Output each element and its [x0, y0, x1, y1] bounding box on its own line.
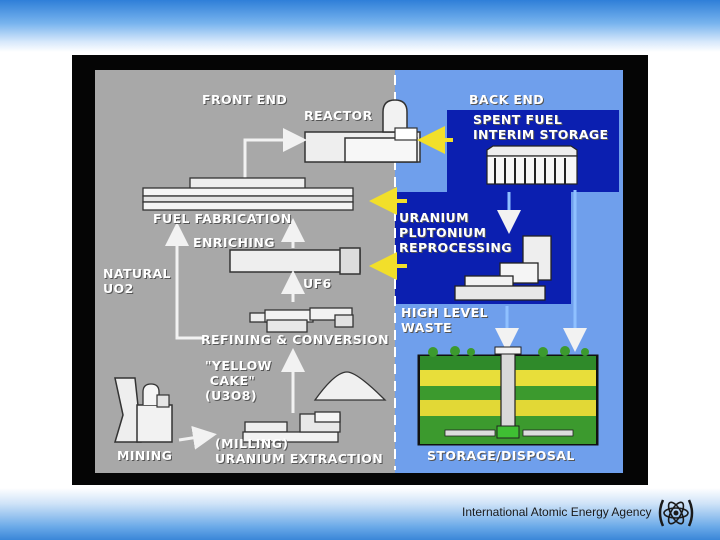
mining-label: MINING — [117, 448, 173, 463]
fuel-assembly — [142, 177, 354, 211]
geological-repository — [417, 346, 599, 446]
high-level-waste-label: HIGH LEVEL WASTE — [401, 305, 488, 335]
milling-plant — [242, 411, 341, 443]
arrow-natural-uo2-route — [165, 222, 203, 340]
storage-disposal-label: STORAGE/DISPOSAL — [427, 448, 575, 463]
back-end-label: BACK END — [469, 92, 544, 107]
arrow-to-reactor — [243, 128, 307, 182]
milling-label: (MILLING) URANIUM EXTRACTION — [215, 436, 384, 466]
reactor-label: REACTOR — [304, 108, 373, 123]
footer-band — [0, 488, 720, 540]
yellow-cake-pile — [313, 371, 387, 401]
reprocessing-label: URANIUM PLUTONIUM REPROCESSING — [399, 210, 512, 255]
reactor-building — [304, 99, 421, 163]
spent-fuel-label: SPENT FUEL INTERIM STORAGE — [473, 112, 609, 142]
diagram-artwork — [113, 70, 623, 473]
uf6-cylinder — [229, 247, 361, 275]
uf6-label: UF6 — [303, 276, 332, 291]
mining-headframe — [113, 377, 173, 443]
nuclear-fuel-cycle-diagram: FRONT END BACK END REACTOR SPENT FUEL IN… — [95, 70, 623, 473]
yellow-cake-label: "YELLOW CAKE" (U3O8) — [205, 358, 272, 403]
fuel-fabrication-label: FUEL FABRICATION — [153, 211, 292, 226]
arrow-mining-to-milling — [178, 425, 217, 450]
reprocessing-plant — [454, 235, 552, 301]
footer-text: International Atomic Energy Agency — [462, 505, 652, 519]
conversion-plant — [249, 307, 354, 333]
natural-uo2-label: NATURAL UO2 — [103, 266, 171, 296]
iaea-logo-icon — [658, 499, 694, 527]
enriching-label: ENRICHING — [193, 235, 275, 250]
front-end-label: FRONT END — [202, 92, 288, 107]
refining-conversion-label: REFINING & CONVERSION — [201, 332, 390, 347]
header-band — [0, 0, 720, 52]
spent-fuel-storage-building — [486, 145, 578, 185]
